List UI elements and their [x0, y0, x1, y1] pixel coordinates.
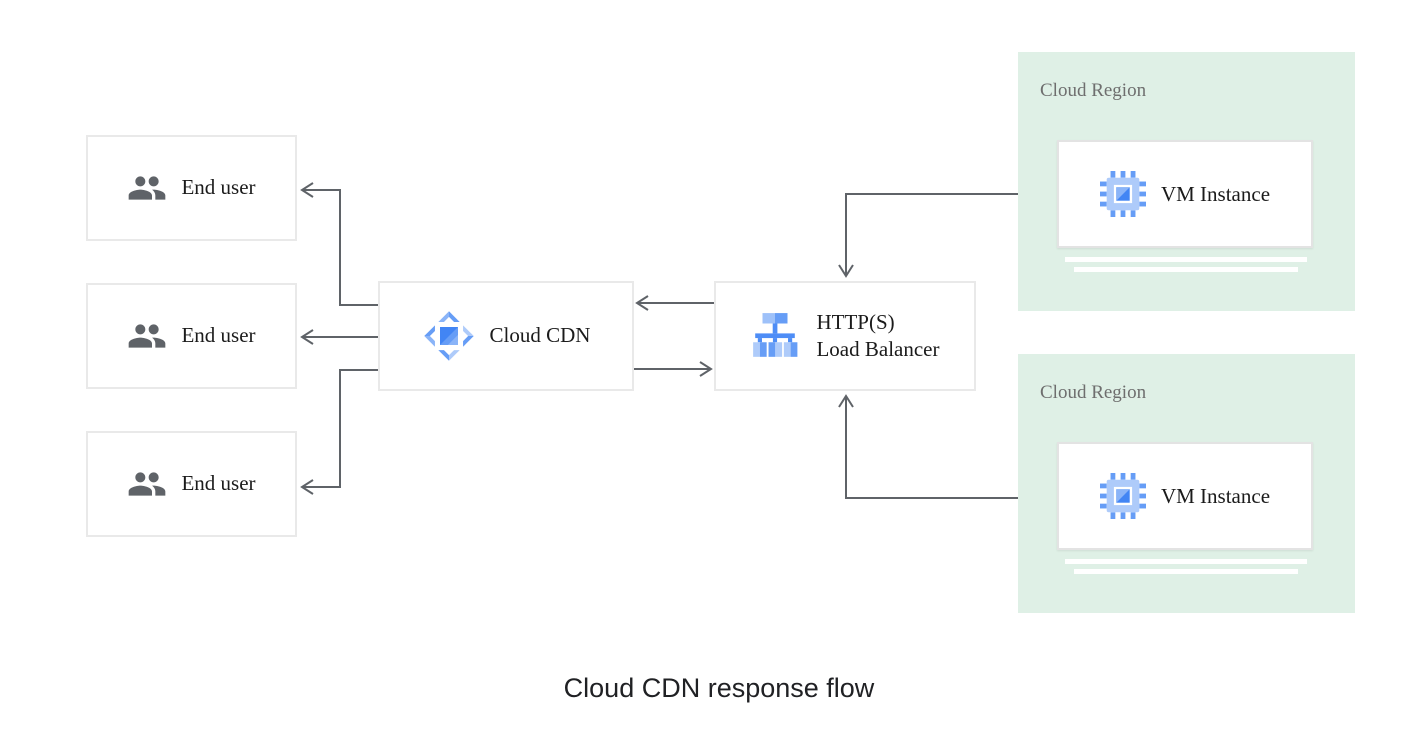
load-balancer-label-line1: HTTP(S): [816, 309, 895, 334]
vm-instance-label: VM Instance: [1160, 181, 1271, 206]
end-user-node-2: End user: [86, 283, 297, 389]
arrow-cdn-to-end-user-2: [300, 329, 378, 345]
end-user-label: End user: [181, 323, 256, 348]
compute-engine-chip-icon: [1099, 473, 1146, 519]
arrow-lb-to-cdn: [635, 295, 714, 311]
vm-stack-line: [1065, 559, 1307, 564]
end-user-node-1: End user: [86, 135, 297, 241]
people-icon: [127, 316, 167, 356]
vm-stack-line: [1074, 267, 1298, 272]
arrow-cdn-to-lb: [634, 361, 713, 377]
load-balancer-label-line2: Load Balancer: [816, 337, 940, 361]
vm-instance-node-1: VM Instance: [1057, 140, 1313, 248]
cloud-region-2: Cloud Region VM Instance: [1018, 354, 1355, 613]
people-icon: [127, 464, 167, 504]
end-user-label: End user: [181, 175, 256, 200]
cloud-region-1: Cloud Region VM Instance: [1018, 52, 1355, 311]
arrow-cdn-to-end-user-3: [300, 369, 378, 495]
people-icon: [127, 168, 167, 208]
cloud-region-label: Cloud Region: [1040, 80, 1147, 101]
cloud-cdn-icon: [422, 309, 476, 363]
vm-stack-line: [1074, 569, 1298, 574]
load-balancer-icon: [750, 311, 800, 361]
diagram-title: Cloud CDN response flow: [563, 673, 875, 703]
end-user-node-3: End user: [86, 431, 297, 537]
cloud-cdn-node: Cloud CDN: [378, 281, 634, 391]
vm-instance-label: VM Instance: [1160, 483, 1271, 508]
vm-instance-node-2: VM Instance: [1057, 442, 1313, 550]
cloud-region-label: Cloud Region: [1040, 382, 1147, 403]
compute-engine-chip-icon: [1099, 171, 1146, 217]
vm-stack-line: [1065, 257, 1307, 262]
arrow-cdn-to-end-user-1: [300, 182, 378, 306]
cloud-cdn-label: Cloud CDN: [489, 323, 591, 348]
load-balancer-node: HTTP(S) Load Balancer: [714, 281, 976, 391]
end-user-label: End user: [181, 471, 256, 496]
